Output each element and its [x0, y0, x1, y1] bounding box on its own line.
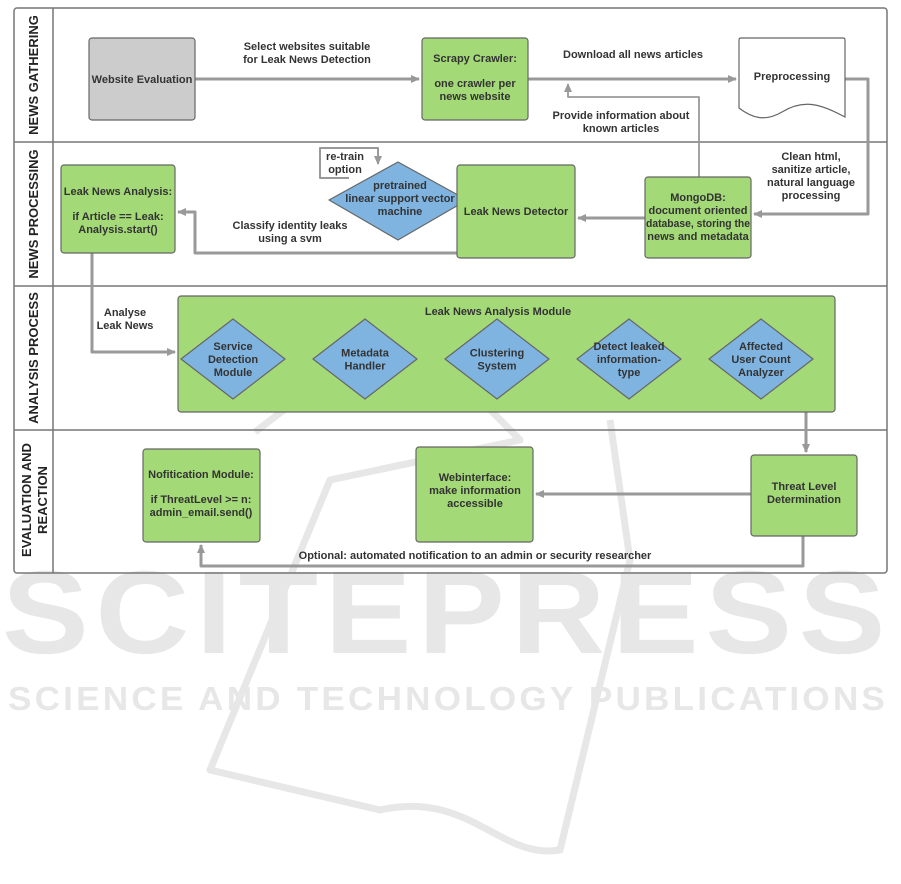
edge-label-classify-2: using a svm [258, 233, 322, 245]
node-mongodb-label-3: database, storing the [646, 218, 750, 230]
node-lna-label-1: Leak News Analysis: [64, 186, 172, 198]
node-webinterface-label-2: make information [429, 485, 521, 497]
edge-label-retrain-2: option [328, 164, 362, 176]
node-threat-label-2: Determination [767, 494, 841, 506]
lane-label-evaluation-reaction-line1: EVALUATION AND [19, 443, 34, 557]
watermark-small-text: SCIENCE AND TECHNOLOGY PUBLICATIONS [8, 680, 888, 717]
lane-label-evaluation-reaction-line2: REACTION [35, 466, 50, 534]
submodule-label: Metadata [341, 348, 390, 360]
submodule-label: Affected [739, 341, 783, 353]
watermark-big-text: SCITEPRESS [2, 547, 892, 679]
node-svm-diamond[interactable]: pretrained linear support vector machine [328, 161, 468, 241]
edge-label-classify-1: Classify identity leaks [233, 220, 348, 232]
node-mongodb-label-2: document oriented [648, 205, 747, 217]
node-notification-module[interactable]: Nofitication Module: if ThreatLevel >= n… [142, 448, 261, 543]
edge-label-clean-3: natural language [767, 177, 855, 189]
node-website-evaluation[interactable]: Website Evaluation [88, 37, 196, 121]
edge-mongodb-to-known-articles [564, 83, 700, 177]
submodule-diamond-shape [444, 318, 550, 400]
node-threat-label-1: Threat Level [772, 481, 837, 493]
node-lna-label-2: if Article == Leak: [72, 211, 163, 223]
edge-threat-to-notification [197, 536, 805, 568]
node-threat-level[interactable]: Threat Level Determination [750, 454, 858, 537]
watermark: SCITEPRESS SCIENCE AND TECHNOLOGY PUBLIC… [2, 316, 892, 855]
submodule-diamond-shape [180, 318, 286, 400]
edge-detector-to-analysis [177, 208, 457, 255]
edge-label-analyse-2: Leak News [97, 320, 154, 332]
edge-label-optional-notification: Optional: automated notification to an a… [299, 550, 652, 562]
node-mongodb-label-1: MongoDB: [670, 192, 726, 204]
edge-label-analyse-1: Analyse [104, 307, 146, 319]
node-scrapy-label-3: news website [440, 91, 511, 103]
node-svm-label-1: pretrained [373, 180, 427, 192]
edge-analysis-to-module [90, 253, 176, 356]
submodule-label: Module [214, 367, 253, 379]
edge-label-known-2: known articles [583, 123, 659, 135]
node-scrapy-crawler[interactable]: Scrapy Crawler: one crawler per news web… [421, 37, 529, 121]
submodule-label: Detection [208, 354, 258, 366]
edge-label-clean-1: Clean html, [781, 151, 840, 163]
node-leak-news-detector[interactable]: Leak News Detector [456, 164, 576, 259]
edge-retrain-loop [319, 147, 382, 179]
edge-preprocessing-to-mongodb [753, 77, 870, 218]
node-lna-label-3: Analysis.start() [78, 224, 158, 236]
swimlane-frame [13, 7, 888, 574]
submodule-label: type [618, 367, 641, 379]
node-scrapy-label-1: Scrapy Crawler: [433, 53, 517, 65]
node-svm-label-3: machine [378, 206, 423, 218]
lane-label-analysis-process: ANALYSIS PROCESS [26, 292, 41, 424]
edge-label-select-1: Select websites suitable [244, 41, 371, 53]
edge-label-retrain-1: re-train [326, 151, 364, 163]
node-preprocessing-label: Preprocessing [754, 71, 830, 83]
submodule-label: Service [213, 341, 252, 353]
node-analysis-module[interactable]: Leak News Analysis Module ServiceDetecti… [177, 295, 836, 413]
node-notification-label-1: Nofitication Module: [148, 469, 254, 481]
node-mongodb[interactable]: MongoDB: document oriented database, sto… [644, 176, 752, 259]
submodule-label: Handler [345, 361, 387, 373]
edge-label-clean-4: processing [782, 190, 841, 202]
node-scrapy-label-2: one crawler per [434, 78, 516, 90]
node-webinterface-label-1: Webinterface: [439, 472, 512, 484]
submodule-diamond-shape [312, 318, 418, 400]
submodule-label: System [477, 361, 516, 373]
node-notification-label-2: if ThreatLevel >= n: [151, 494, 252, 506]
lane-label-news-gathering: NEWS GATHERING [26, 15, 41, 135]
node-detector-label: Leak News Detector [464, 206, 569, 218]
node-webinterface-label-3: accessible [447, 498, 503, 510]
submodule-label: Clustering [470, 348, 524, 360]
submodule-diamond-shape [576, 318, 682, 400]
analysis-module-title: Leak News Analysis Module [425, 306, 571, 318]
submodule-diamond-shape [708, 318, 814, 400]
watermark-swoosh [206, 316, 634, 855]
edges [90, 75, 870, 568]
submodule-label: Analyzer [738, 367, 785, 379]
node-leak-news-analysis[interactable]: Leak News Analysis: if Article == Leak: … [60, 164, 176, 254]
edge-label-clean-2: sanitize article, [772, 164, 851, 176]
node-webinterface[interactable]: Webinterface: make information accessibl… [415, 446, 534, 543]
edge-label-select-2: for Leak News Detection [243, 54, 371, 66]
node-preprocessing[interactable]: Preprocessing [738, 37, 846, 119]
edge-label-download: Download all news articles [563, 49, 703, 61]
edge-label-known-1: Provide information about [553, 110, 690, 122]
node-svm-label-2: linear support vector [345, 193, 455, 205]
lane-label-news-processing: NEWS PROCESSING [26, 149, 41, 278]
submodule-label: information- [597, 354, 661, 366]
submodule-label: Detect leaked [594, 341, 665, 353]
node-notification-label-3: admin_email.send() [150, 507, 253, 519]
submodule-label: User Count [731, 354, 791, 366]
node-mongodb-label-4: news and metadata [647, 231, 749, 243]
node-website-evaluation-label: Website Evaluation [92, 74, 193, 86]
